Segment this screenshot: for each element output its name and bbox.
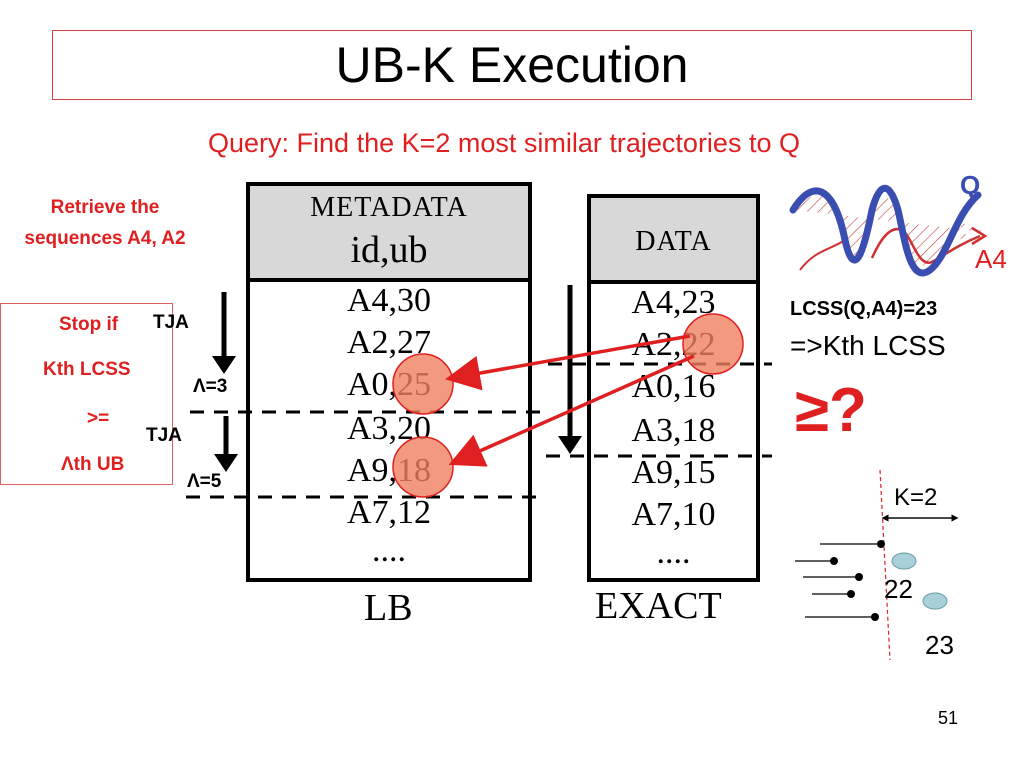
- metadata-header: METADATA id,ub: [250, 186, 528, 282]
- exact-label: EXACT: [595, 585, 722, 627]
- data-table: DATA A4,23 A2,22 A0,16 A3,18 A9,15 A7,10…: [587, 194, 760, 582]
- metadata-header-columns: id,ub: [350, 229, 428, 271]
- metadata-row: A4,30: [346, 282, 432, 319]
- stop-line-4: Λth UB: [61, 454, 125, 475]
- metadata-header-title: METADATA: [310, 192, 468, 223]
- tja-arrow-1: [212, 292, 236, 374]
- lambda-label-1: Λ=3: [193, 376, 228, 397]
- data-row: ....: [656, 534, 691, 571]
- k-threshold-line: [879, 469, 891, 661]
- metadata-row: ....: [372, 532, 406, 569]
- data-row: A7,10: [631, 496, 716, 533]
- k-diagram: [795, 469, 959, 661]
- data-header: DATA: [591, 198, 756, 284]
- q-label: Q: [960, 170, 981, 200]
- retrieve-text: Retrieve the sequences A4, A2: [24, 197, 186, 249]
- query-text: Query: Find the K=2 most similar traject…: [208, 128, 800, 158]
- value-22-label: 22: [884, 574, 913, 604]
- tja-arrow-2: [214, 416, 238, 472]
- data-row: A4,23: [631, 284, 716, 321]
- metadata-row: A7,12: [346, 494, 432, 531]
- data-row: A0,16: [631, 368, 716, 405]
- page-number: 51: [938, 708, 959, 728]
- k-label: K=2: [894, 484, 938, 511]
- lambda-label-2: Λ=5: [187, 471, 222, 492]
- stop-line-3: >=: [87, 408, 110, 429]
- slide-title: UB-K Execution: [335, 37, 689, 93]
- geq-question: ≥?: [795, 376, 867, 445]
- stop-line-1: Stop if: [59, 314, 119, 335]
- ub-25-highlight: [392, 353, 454, 415]
- metadata-table: METADATA id,ub A4,30 A2,27 A0,25 A3,20 A…: [246, 182, 532, 582]
- stop-condition-box: Stop if Kth LCSS >= Λth UB: [0, 303, 173, 485]
- data-row: A9,15: [631, 454, 716, 491]
- a4-trajectory: [870, 227, 981, 264]
- value-22-dot: [891, 552, 917, 570]
- lb-label: LB: [364, 587, 413, 629]
- value-23-dot: [922, 592, 948, 610]
- lcss-value: LCSS(Q,A4)=23: [790, 298, 938, 320]
- data-row: A3,18: [631, 412, 716, 449]
- tja-label-1: TJA: [153, 312, 189, 333]
- title-box: UB-K Execution: [52, 30, 972, 100]
- compare-arrow-1: [445, 334, 691, 391]
- tja-label-2: TJA: [146, 425, 182, 446]
- value-23-label: 23: [925, 630, 954, 660]
- stop-line-2: Kth LCSS: [43, 359, 131, 380]
- kth-lcss-text: =>Kth LCSS: [790, 330, 946, 361]
- data-scan-arrow: [558, 285, 582, 454]
- data-header-title: DATA: [635, 226, 712, 257]
- trajectory-illustration: [789, 184, 988, 277]
- compare-arrow-2: [448, 354, 695, 467]
- a4-label: A4: [975, 244, 1007, 274]
- q-trajectory: [789, 184, 982, 277]
- lcss-22-highlight: [682, 313, 744, 375]
- ub-18-highlight: [392, 436, 454, 498]
